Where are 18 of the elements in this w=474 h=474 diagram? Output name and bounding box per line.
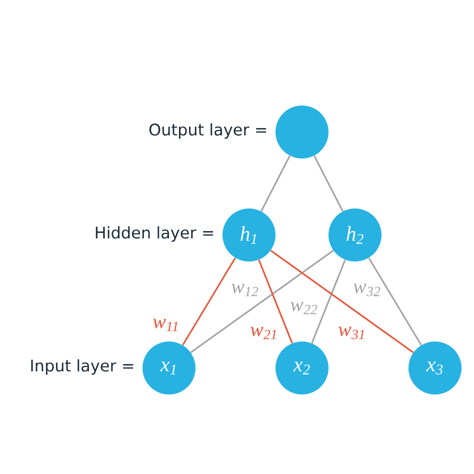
weight-label: w$_{22}$ (289, 300, 319, 316)
weight-label: w$_{21}$ (249, 326, 279, 340)
connection-line (314, 155, 344, 212)
connection-line (311, 260, 346, 344)
connection-line (260, 155, 290, 212)
weight-label: w$_{12}$ (230, 282, 260, 298)
connection-line (182, 257, 236, 346)
connection-line (190, 250, 334, 354)
layer-label: Output layer = (149, 123, 266, 139)
layer-label: Input layer = (31, 359, 134, 375)
weight-label: w$_{11}$ (152, 318, 180, 332)
weight-label: w$_{31}$ (337, 326, 367, 340)
connection-line (258, 260, 293, 344)
weight-label: w$_{32}$ (352, 282, 382, 298)
connection-line (368, 257, 422, 346)
connection-line (270, 250, 414, 354)
layer-label: Hidden layer = (96, 226, 214, 242)
neuron-circle (276, 106, 328, 158)
